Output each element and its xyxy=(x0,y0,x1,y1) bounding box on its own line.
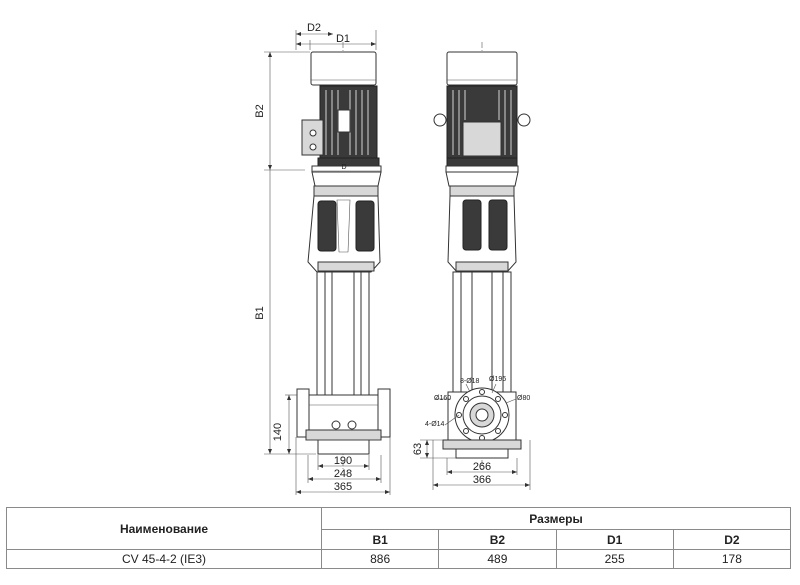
dim-4phi14-label: 4-Ø14 xyxy=(425,421,445,428)
dim-248-label: 248 xyxy=(334,468,352,480)
dim-phi196-label: Ø196 xyxy=(489,376,506,383)
dim-B1-label: B1 xyxy=(254,306,266,319)
dim-phi80-label: Ø80 xyxy=(517,395,530,402)
front-view: D2 D1 D B2 B1 140 190 248 365 xyxy=(254,22,391,495)
dim-63-label: 63 xyxy=(412,443,424,455)
dim-190-label: 190 xyxy=(334,455,352,467)
cell-D1: 255 xyxy=(555,549,674,569)
dim-266-label: 266 xyxy=(473,461,491,473)
side-base xyxy=(455,448,509,459)
col-header-D2: D2 xyxy=(672,529,792,550)
front-outlet-flange xyxy=(377,388,391,438)
side-lifting-eye-left xyxy=(433,113,447,127)
sizes-header: Размеры xyxy=(321,507,791,530)
cell-B2: 489 xyxy=(438,549,557,569)
side-view: Ø160 8-Ø18 Ø196 Ø80 4-Ø14 63 266 366 xyxy=(412,42,531,490)
front-terminal-box xyxy=(301,119,324,156)
front-lower-chamber xyxy=(308,394,379,431)
dim-D-label: D xyxy=(341,164,346,171)
side-motor-fan-cover xyxy=(446,51,518,86)
front-base xyxy=(317,439,370,455)
dim-D1-label: D1 xyxy=(336,33,350,45)
cell-B1: 886 xyxy=(320,549,440,569)
pump-dimension-drawing: D2 D1 D B2 B1 140 190 248 365 xyxy=(254,22,531,495)
col-header-D1: D1 xyxy=(555,529,674,550)
name-header: Наименование xyxy=(6,507,322,550)
dim-D2-label: D2 xyxy=(307,22,321,34)
side-terminal-box xyxy=(462,121,502,157)
table-row: CV 45-4-2 (IE3) 886 489 255 178 xyxy=(6,549,792,569)
row-name: CV 45-4-2 (IE3) xyxy=(6,549,322,569)
col-header-B2: B2 xyxy=(438,529,557,550)
cell-D2: 178 xyxy=(672,549,792,569)
dim-8phi18-label: 8-Ø18 xyxy=(460,378,480,385)
dim-140-label: 140 xyxy=(272,423,284,441)
col-header-B1: B1 xyxy=(320,529,440,550)
dim-B2-label: B2 xyxy=(254,104,266,117)
dim-phi160-label: Ø160 xyxy=(434,395,451,402)
dim-366-label: 366 xyxy=(473,474,491,486)
dim-365-label: 365 xyxy=(334,481,352,493)
dimensions-table: Наименование Размеры B1 B2 D1 D2 CV 45-4… xyxy=(6,507,792,569)
front-motor-nameplate xyxy=(337,109,351,133)
front-motor-fan-cover xyxy=(310,51,377,86)
front-inlet-flange xyxy=(296,388,310,438)
side-lifting-eye-right xyxy=(517,113,531,127)
